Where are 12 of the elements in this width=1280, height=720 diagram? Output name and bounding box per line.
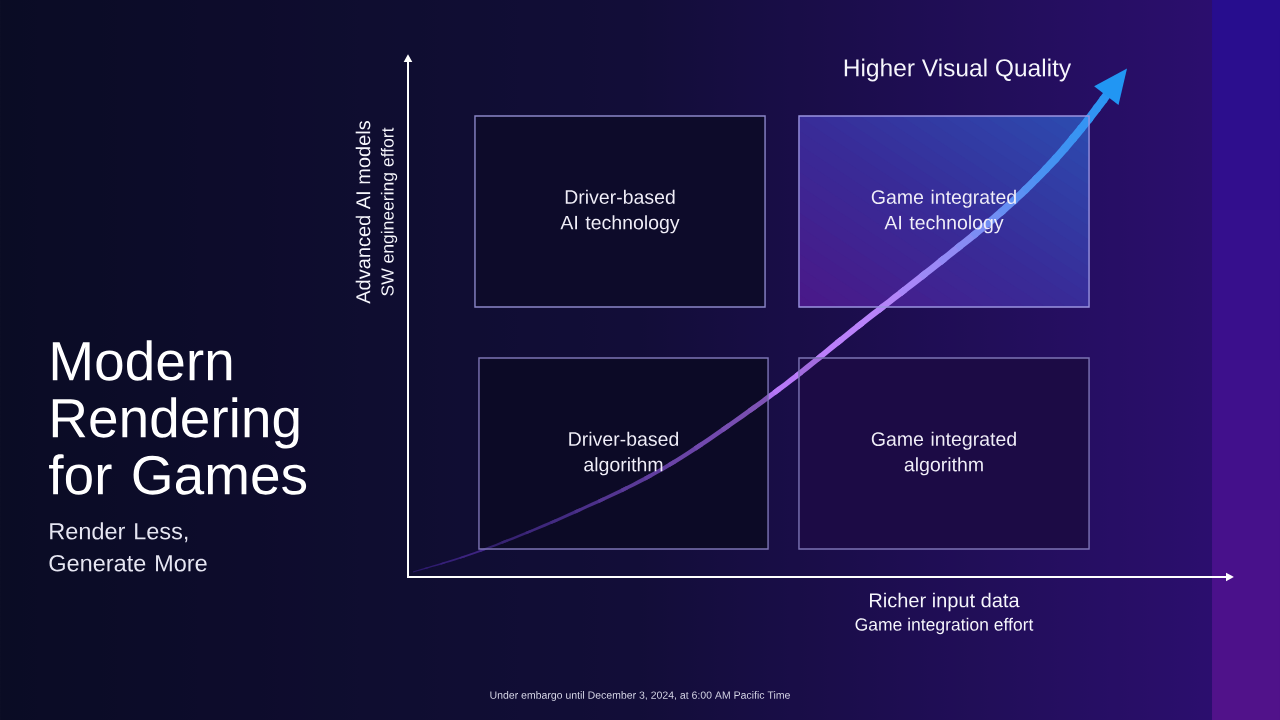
curve-label: Higher Visual Quality: [844, 58, 1072, 82]
subtitle: Render Less, Generate More: [49, 522, 207, 572]
quadrant-box: Driver-based AI technology: [474, 115, 766, 308]
slide-title: Modern Rendering for Games: [49, 340, 307, 495]
quadrant-box: Game integrated AI technology: [798, 115, 1090, 308]
footer-note: Under embargo until December 3, 2024, at 6:00 AM Pacific Time: [490, 691, 790, 701]
quadrant-box: Driver-based algorithm: [478, 357, 769, 550]
axis-label: Game integration effort: [855, 617, 1034, 635]
axis-label: SW engineering effort: [380, 127, 398, 296]
quadrant-box: Game integrated algorithm: [798, 357, 1090, 550]
axis-label: Advanced AI models: [355, 121, 371, 304]
axis-label: Richer input data: [870, 592, 1020, 612]
